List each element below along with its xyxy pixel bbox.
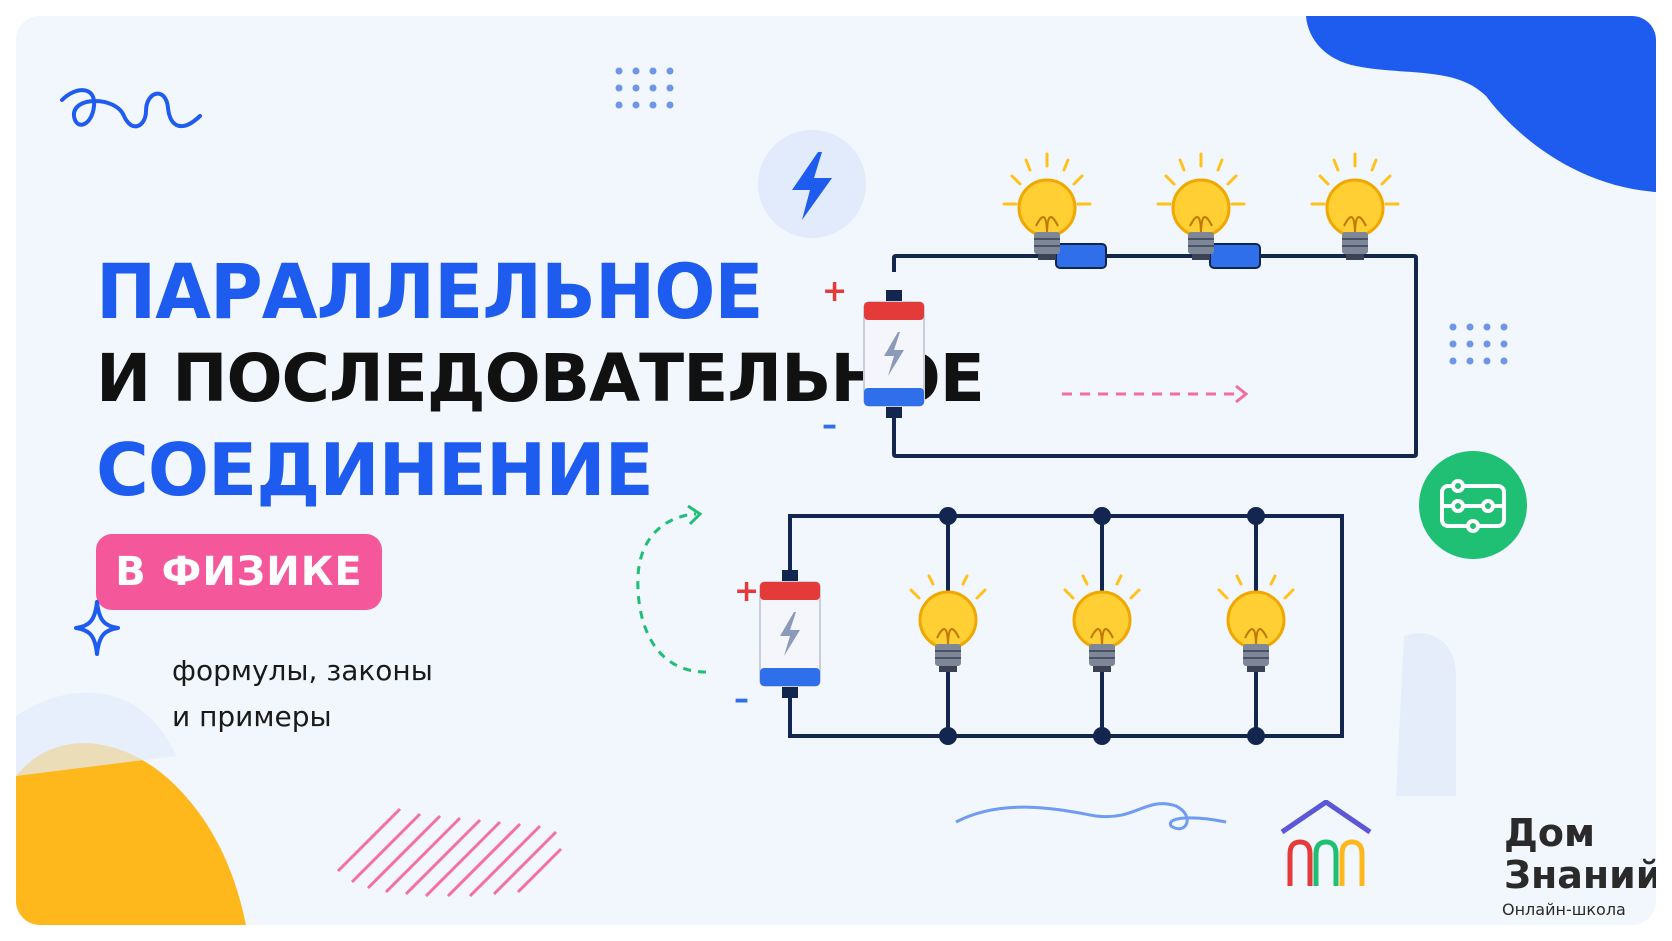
bulb-icon <box>1002 152 1092 260</box>
hatch-lines <box>336 807 563 898</box>
physics-badge: В ФИЗИКЕ <box>96 534 382 610</box>
parallel-wire <box>788 514 1344 738</box>
house-logo-icon <box>1280 800 1372 886</box>
series-circuit <box>863 152 1418 458</box>
right-light-blob <box>1396 633 1456 796</box>
lightning-icon <box>758 130 866 238</box>
title-line-2: И ПОСЛЕДОВАТЕЛЬНОЕ <box>96 340 985 417</box>
dot-grid-icon <box>1449 323 1508 365</box>
banner: ПАРАЛЛЕЛЬНОЕ И ПОСЛЕДОВАТЕЛЬНОЕ СОЕДИНЕН… <box>16 16 1656 925</box>
series-minus-label: – <box>822 408 837 443</box>
bulb-icon <box>1156 152 1246 260</box>
parallel-plus-label: + <box>734 574 760 609</box>
squiggle-icon <box>60 88 202 129</box>
bulb-icon <box>909 574 987 672</box>
title-line-1: ПАРАЛЛЕЛЬНОЕ <box>96 247 764 336</box>
series-plus-label: + <box>822 274 848 309</box>
battery-icon <box>759 570 821 698</box>
parallel-minus-label: – <box>734 682 749 717</box>
bulb-icon <box>1063 574 1141 672</box>
resistor-icon <box>1209 243 1261 269</box>
top-right-blob <box>1306 16 1656 192</box>
arrow-icon <box>1235 384 1249 404</box>
bottom-squiggle <box>955 802 1227 830</box>
subtitle: формулы, законы и примеры <box>172 648 433 740</box>
subtitle-line-1: формулы, законы <box>172 654 433 687</box>
subtitle-line-2: и примеры <box>172 700 332 733</box>
title-line-3: СОЕДИНЕНИЕ <box>96 428 654 512</box>
arrow-icon <box>687 504 703 526</box>
parallel-circuit <box>636 504 1344 745</box>
dot-grid-icon <box>615 67 674 109</box>
logo-name: Дом Знаний <box>1504 812 1656 896</box>
circuit-board-icon <box>1419 451 1527 559</box>
logo-line-1: Дом <box>1504 811 1596 855</box>
logo-tagline: Онлайн-школа <box>1502 900 1626 919</box>
battery-icon <box>863 290 925 418</box>
bottom-left-shadow <box>16 692 176 776</box>
bulb-icon <box>1310 152 1400 260</box>
series-wire <box>892 254 1418 458</box>
resistor-icon <box>1055 243 1107 269</box>
logo-line-2: Знаний <box>1504 853 1656 897</box>
sparkle-icon <box>74 600 120 656</box>
background-decor <box>16 16 1656 925</box>
bulb-icon <box>1217 574 1295 672</box>
bottom-left-blob <box>16 743 246 925</box>
